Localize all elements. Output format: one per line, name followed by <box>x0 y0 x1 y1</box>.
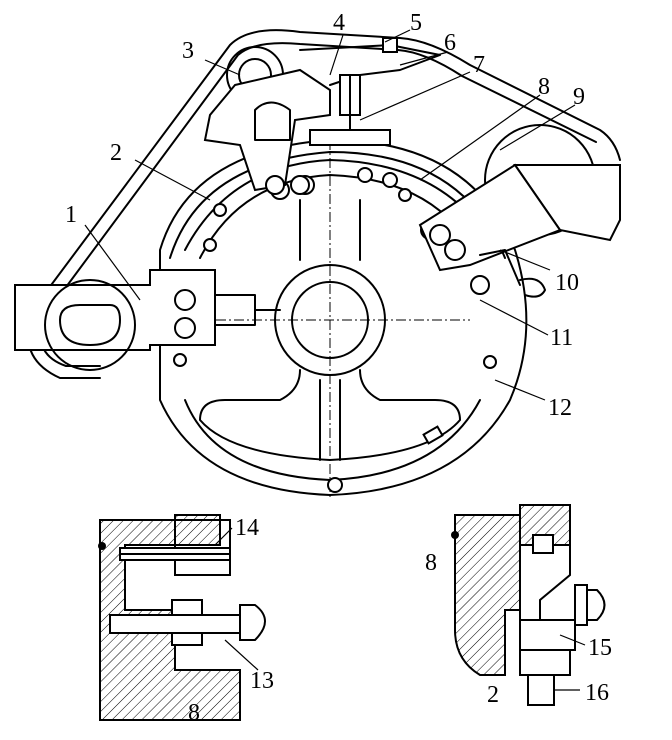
right-section-detail <box>451 505 605 705</box>
callout-4: 4 <box>333 10 345 36</box>
callout-8: 8 <box>538 74 550 100</box>
callout-2: 2 <box>110 140 122 166</box>
central-hub <box>180 140 470 500</box>
callout-1: 1 <box>65 202 77 228</box>
callout-13: 13 <box>250 668 274 694</box>
main-assembly <box>15 30 620 500</box>
upper-lever <box>205 47 330 194</box>
callout-5: 5 <box>410 10 422 36</box>
callout-12: 12 <box>548 395 572 421</box>
callout-10: 10 <box>555 270 579 296</box>
callout-7: 7 <box>473 52 485 78</box>
callout-6: 6 <box>444 30 456 56</box>
callout-14: 14 <box>235 515 259 541</box>
callout-9: 9 <box>573 84 585 110</box>
callout-3: 3 <box>182 38 194 64</box>
callout-8-left: 8 <box>188 700 200 726</box>
callout-8-right: 8 <box>425 550 437 576</box>
callout-11: 11 <box>550 325 573 351</box>
left-section-detail <box>98 515 265 720</box>
callout-2-right: 2 <box>487 682 499 708</box>
callout-16: 16 <box>585 680 609 706</box>
callout-15: 15 <box>588 635 612 661</box>
